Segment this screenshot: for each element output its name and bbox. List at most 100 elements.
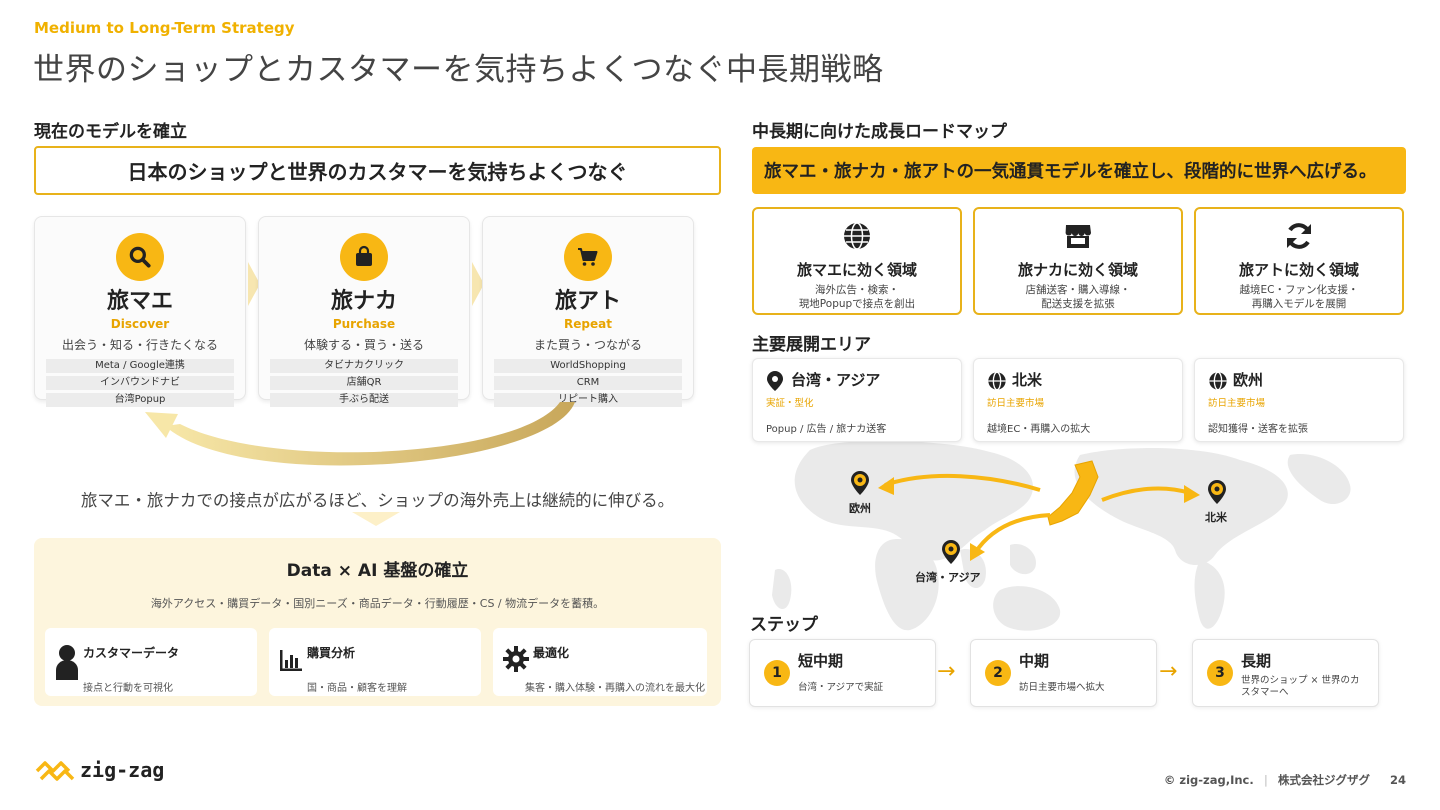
area-card-europe: 欧州 訪日主要市場 認知獲得・送客を拡張 <box>1194 358 1404 442</box>
step-number: 2 <box>985 660 1011 686</box>
domain-desc: 現地Popupで接点を創出 <box>798 298 916 310</box>
step-box-long: 3 長期 世界のショップ × 世界のカ スタマーへ <box>1192 639 1379 707</box>
chevron-right-icon <box>248 262 260 306</box>
step-tag: 店舗QR <box>270 376 458 390</box>
footer-divider: | <box>1263 773 1268 787</box>
step-tag: CRM <box>494 376 682 390</box>
down-arrow-icon <box>352 512 400 526</box>
pin-icon <box>851 471 869 495</box>
bar-chart-icon <box>280 650 302 671</box>
area-title: 欧州 <box>1233 371 1264 389</box>
ai-card-desc: 集客・購入体験・再購入の流れを最大化 <box>525 683 705 694</box>
area-card-asia: 台湾・アジア 実証・型化 Popup / 広告 / 旅ナカ送客 <box>752 358 962 442</box>
ai-card-title: 購買分析 <box>307 646 356 660</box>
data-ai-subtitle: 海外アクセス・購買データ・国別ニーズ・商品データ・行動履歴・CS / 物流データ… <box>150 597 605 610</box>
page-number: 24 <box>1389 773 1406 787</box>
area-title: 台湾・アジア <box>791 371 881 389</box>
model-banner: 日本のショップと世界のカスタマーを気持ちよくつなぐ <box>34 146 721 195</box>
pin-icon <box>767 371 783 391</box>
data-ai-title: Data × AI 基盤の確立 <box>286 561 469 581</box>
domain-title: 旅マエに効く領域 <box>796 261 917 279</box>
step-box-desc: 世界のショップ × 世界のカ <box>1241 675 1360 686</box>
chevron-right-icon <box>472 262 484 306</box>
domain-desc: 越境EC・ファン化支援・ <box>1239 284 1359 296</box>
step-card-during: 旅ナカ Purchase 体験する・買う・送る タビナカクリック 店舗QR 手ぶ… <box>258 216 470 407</box>
ai-card-title: カスタマーデータ <box>83 646 180 660</box>
step-box-mid: 2 中期 訪日主要市場へ拡大 <box>970 639 1157 707</box>
step-number: 1 <box>764 660 790 686</box>
ai-card-customer: カスタマーデータ 接点と行動を可視化 <box>45 628 257 696</box>
expansion-arrows <box>878 460 1200 561</box>
area-desc: Popup / 広告 / 旅ナカ送客 <box>766 424 887 435</box>
step-tag: Meta / Google連携 <box>46 359 234 373</box>
map-label-asia: 台湾・アジア <box>915 571 981 584</box>
roadmap-banner: 旅マエ・旅ナカ・旅アトの一気通貫モデルを確立し、段階的に世界へ広げる。 <box>752 147 1406 194</box>
japan-shape <box>1047 460 1099 526</box>
left-section-title: 現在のモデルを確立 <box>34 122 187 142</box>
company-name: 株式会社ジグザグ <box>1277 773 1370 787</box>
domain-desc: 店舗送客・購入導線・ <box>1025 284 1131 296</box>
step-name: 旅アト <box>554 289 621 314</box>
step-desc: 出会う・知る・行きたくなる <box>61 338 218 352</box>
page-title: 世界のショップとカスタマーを気持ちよくつなぐ中長期戦略 <box>33 52 884 88</box>
left-caption: 旅マエ・旅ナカでの接点が広がるほど、ショップの海外売上は継続的に伸びる。 <box>80 491 675 510</box>
ai-card-desc: 接点と行動を可視化 <box>83 683 173 694</box>
step-box-title: 長期 <box>1241 652 1272 670</box>
pin-icon <box>1208 480 1226 504</box>
pin-icon <box>942 540 960 564</box>
search-icon <box>116 233 164 281</box>
cycle-arrow-icon <box>145 402 575 466</box>
map-label-na: 北米 <box>1205 511 1227 524</box>
domain-desc: 配送支援を拡張 <box>1041 298 1115 310</box>
step-en: Discover <box>110 317 170 331</box>
arrow-right-icon: → <box>937 659 956 684</box>
step-desc: 体験する・買う・送る <box>303 338 424 352</box>
copyright: © zig-zag,Inc. <box>1163 773 1254 787</box>
step-box-title: 短中期 <box>798 652 844 670</box>
right-section-title: 中長期に向けた成長ロードマップ <box>752 122 1007 142</box>
ai-card-optimize: 最適化 集客・購入体験・再購入の流れを最大化 <box>493 628 707 696</box>
map-label-europe: 欧州 <box>849 502 871 515</box>
areas-title: 主要展開エリア <box>752 335 871 355</box>
footer: © zig-zag,Inc. | 株式会社ジグザグ 24 <box>1164 772 1406 788</box>
step-en: Repeat <box>564 317 612 331</box>
cart-icon <box>564 233 612 281</box>
domain-desc: 再購入モデルを展開 <box>1251 298 1347 310</box>
step-number: 3 <box>1207 660 1233 686</box>
step-card-after: 旅アト Repeat また買う・つながる WorldShopping CRM リ… <box>482 216 694 407</box>
domain-card-after: 旅アトに効く領域 越境EC・ファン化支援・ 再購入モデルを展開 <box>1194 207 1404 315</box>
domain-title: 旅アトに効く領域 <box>1238 261 1359 279</box>
step-tag: WorldShopping <box>494 359 682 373</box>
area-tag: 実証・型化 <box>766 398 814 409</box>
domain-title: 旅ナカに効く領域 <box>1017 261 1138 279</box>
step-name: 旅マエ <box>106 289 173 314</box>
domain-card-before: 旅マエに効く領域 海外広告・検索・ 現地Popupで接点を創出 <box>752 207 962 315</box>
area-tag: 訪日主要市場 <box>987 398 1045 409</box>
area-desc: 越境EC・再購入の拡大 <box>987 424 1091 435</box>
arrow-right-icon: → <box>1159 659 1178 684</box>
globe-icon <box>1209 371 1227 391</box>
kicker: Medium to Long-Term Strategy <box>34 19 295 37</box>
step-tag: 手ぶら配送 <box>270 393 458 407</box>
area-card-na: 北米 訪日主要市場 越境EC・再購入の拡大 <box>973 358 1183 442</box>
step-tag: 台湾Popup <box>46 393 234 407</box>
step-box-desc: 台湾・アジアで実証 <box>798 682 884 693</box>
step-name: 旅ナカ <box>330 289 397 314</box>
globe-icon <box>988 371 1006 391</box>
step-en: Purchase <box>332 317 396 331</box>
zigzag-logo-icon <box>35 761 75 781</box>
step-tag: インバウンドナビ <box>46 376 234 390</box>
step-box-desc: 訪日主要市場へ拡大 <box>1019 682 1105 693</box>
step-box-title: 中期 <box>1019 652 1050 670</box>
store-icon <box>1065 225 1091 248</box>
steps-title: ステップ <box>750 615 818 635</box>
domain-desc: 海外広告・検索・ <box>815 284 899 296</box>
globe-icon <box>844 222 870 250</box>
area-title: 北米 <box>1012 371 1043 389</box>
step-card-before: 旅マエ Discover 出会う・知る・行きたくなる Meta / Google… <box>34 216 246 407</box>
bag-icon <box>340 233 388 281</box>
step-tag: リピート購入 <box>494 393 682 407</box>
step-box-short: 1 短中期 台湾・アジアで実証 <box>749 639 936 707</box>
logo-text: zig-zag <box>80 758 165 782</box>
ai-card-purchase: 購買分析 国・商品・顧客を理解 <box>269 628 481 696</box>
